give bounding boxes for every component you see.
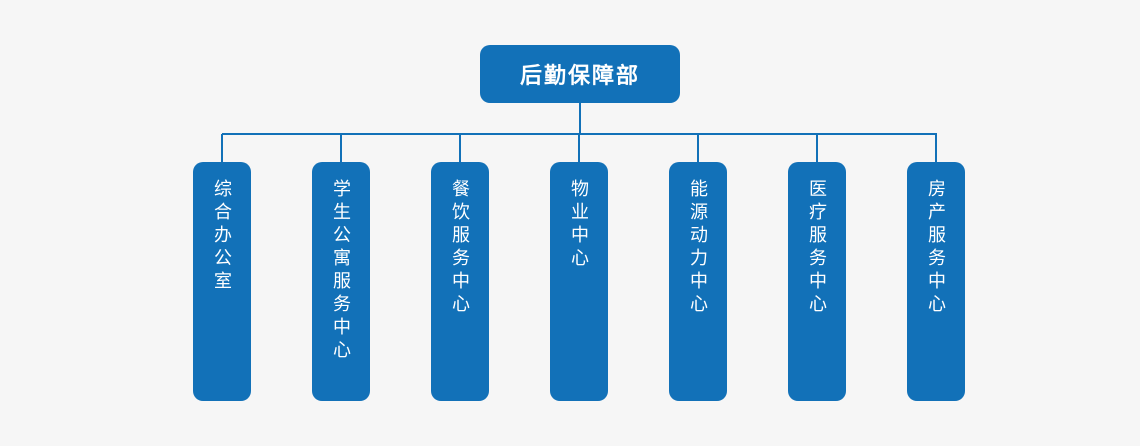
org-node-catering-service-center: 餐饮服务中心 [431,162,489,401]
org-node-label: 餐饮服务中心 [450,179,470,317]
org-node-label: 物业中心 [569,179,589,271]
connector-root-stub [579,103,581,134]
org-node-root-label: 后勤保障部 [519,63,640,88]
connector-child-stub [221,134,223,163]
org-node-real-estate-service-center: 房产服务中心 [907,162,965,401]
org-node-label: 医疗服务中心 [807,179,827,317]
connector-child-stub [816,134,818,163]
org-node-energy-power-center: 能源动力中心 [669,162,727,401]
org-node-medical-service-center: 医疗服务中心 [788,162,846,401]
org-node-label: 学生公寓服务中心 [331,179,351,363]
org-node-general-office: 综合办公室 [193,162,251,401]
connector-child-stub [340,134,342,163]
connector-child-stub [935,134,937,163]
connector-child-stub [459,134,461,163]
connector-child-stub [578,134,580,163]
org-node-root: 后勤保障部 [480,45,680,103]
org-node-label: 房产服务中心 [926,179,946,317]
connector-child-stub [697,134,699,163]
org-node-label: 综合办公室 [212,179,232,294]
org-node-label: 能源动力中心 [688,179,708,317]
org-node-student-apartment-service-center: 学生公寓服务中心 [312,162,370,401]
org-node-property-center: 物业中心 [550,162,608,401]
